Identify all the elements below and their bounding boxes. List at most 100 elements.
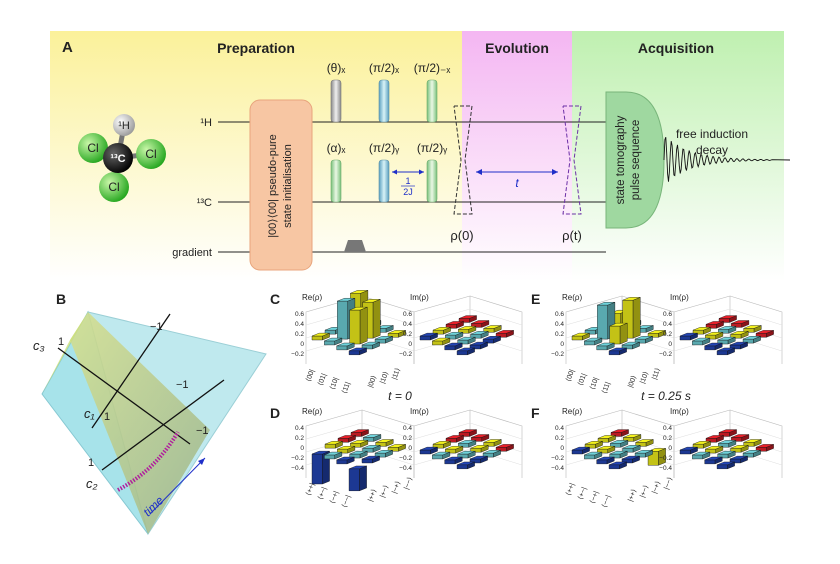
bar-top: [692, 327, 711, 331]
tetra-face-front: [70, 312, 210, 534]
chlorine-atom: [136, 139, 166, 169]
bar-top: [350, 429, 369, 433]
bar-top: [596, 342, 615, 347]
c2-label: c₂: [86, 476, 98, 491]
axis-tick: 0.4: [663, 321, 672, 328]
axis-tick: 0.2: [555, 435, 564, 442]
bar-top: [729, 455, 748, 460]
bar-top: [324, 337, 342, 342]
bar-top: [634, 450, 653, 454]
bar-top: [608, 347, 627, 352]
bar-top: [336, 456, 355, 461]
plot-d-imag: Im(ρ)0.40.20−0.2−0.4: [399, 407, 523, 478]
axis-tick: −0.4: [659, 465, 672, 472]
bar-top: [730, 445, 749, 449]
bar-top: [337, 298, 355, 302]
bar-side: [619, 322, 628, 345]
axis-tick: 0.4: [663, 425, 672, 432]
plot-title: Re(ρ): [562, 293, 582, 302]
bar-top: [729, 341, 748, 346]
panel-a-label: A: [62, 39, 73, 56]
c1-axis: [91, 313, 171, 429]
panels-cdef: C D E F t = 0 t = 0.25 s: [270, 291, 691, 421]
basis-label: |−+⟩: [650, 480, 662, 495]
axis-tick: 0.6: [663, 311, 672, 318]
bar: [324, 443, 336, 449]
gradient-line-label: gradient: [172, 247, 212, 259]
density-matrix-plots: Re(ρ)0.60.40.20−0.2⟨00|⟨01|⟨10|⟨11||00⟩|…: [291, 290, 783, 509]
basis-label: ⟨−+|: [328, 490, 340, 505]
bar-top: [445, 321, 464, 325]
basis-label: |−−⟩: [402, 476, 414, 491]
bar: [336, 459, 348, 465]
bar-top: [495, 444, 514, 448]
alpha-pulse: [330, 159, 342, 203]
bar-top: [692, 441, 711, 445]
bar-top: [495, 330, 514, 334]
bar-top: [458, 440, 476, 444]
bar-top: [432, 337, 450, 342]
bar-top: [622, 297, 641, 301]
bar-top: [361, 341, 380, 346]
bar-top: [350, 440, 368, 444]
bar-top: [597, 302, 615, 306]
basis-label: ⟨−−|: [340, 494, 352, 509]
bar: [597, 304, 608, 340]
plot-title: Re(ρ): [562, 407, 582, 416]
axis-tick: −0.4: [291, 465, 304, 472]
axis-tick: 0.4: [403, 321, 412, 328]
axis-tick: 0: [300, 445, 304, 452]
c2-tick-neg: −1: [196, 425, 209, 437]
plot-f-imag: Im(ρ)0.40.20−0.2−0.4: [659, 407, 783, 478]
pulse-label-pi2-x: (π/2)ₓ: [369, 61, 399, 75]
evolution-background: [462, 31, 572, 281]
bar: [704, 459, 716, 465]
axis-tick: −0.4: [399, 465, 412, 472]
rhot-label: ρ(t): [562, 228, 582, 243]
pi2-x-pulse: [378, 79, 390, 123]
bar-top: [324, 451, 342, 456]
bar-top: [432, 441, 451, 445]
bar-top: [610, 429, 629, 433]
bar-top: [571, 332, 590, 337]
basis-label: ⟨11|: [600, 381, 612, 395]
basis-label: |10⟩: [378, 370, 390, 385]
plot-c-imag: Im(ρ)0.60.40.20−0.2: [399, 293, 523, 364]
plot-title: Im(ρ): [670, 407, 689, 416]
basis-label: ⟨10|: [588, 376, 600, 390]
acquisition-background: [572, 31, 784, 281]
basis-label: ⟨+−|: [576, 486, 588, 501]
basis-label: |+−⟩: [638, 484, 650, 499]
carbon-label: ¹³C: [110, 153, 125, 165]
chlorine-atom: [99, 172, 129, 202]
bar-top: [444, 456, 463, 461]
bar-top: [755, 330, 774, 334]
acquisition-title: Acquisition: [638, 40, 714, 56]
bar-top: [469, 341, 488, 346]
bar-top: [456, 347, 475, 352]
basis-label: |00⟩: [626, 374, 638, 389]
bar-top: [609, 450, 628, 455]
bar-top: [718, 440, 736, 444]
plot-title: Im(ρ): [410, 293, 429, 302]
tomography-text-2: pulse sequence: [630, 120, 642, 201]
bar: [456, 350, 468, 356]
bar-top: [336, 342, 355, 347]
bar-top: [482, 336, 501, 340]
bar-top: [716, 347, 735, 352]
bar-top: [743, 325, 762, 329]
pulse-label-pi2-mx: (π/2)₋ₓ: [414, 61, 451, 75]
gradient-pulse: [344, 240, 366, 252]
bar-top: [730, 331, 749, 335]
rho0-marker: [453, 105, 473, 215]
axis-tick: 0: [560, 341, 564, 348]
bar-top: [705, 435, 724, 439]
bar: [571, 335, 583, 341]
fid-label: free induction: [676, 127, 748, 141]
axis-tick: 0.4: [555, 321, 564, 328]
bar-top: [457, 336, 476, 341]
basis-label: |10⟩: [638, 370, 650, 385]
bar: [679, 449, 691, 455]
bar-top: [742, 336, 761, 340]
pi2-minus-x-pulse: [426, 79, 438, 123]
